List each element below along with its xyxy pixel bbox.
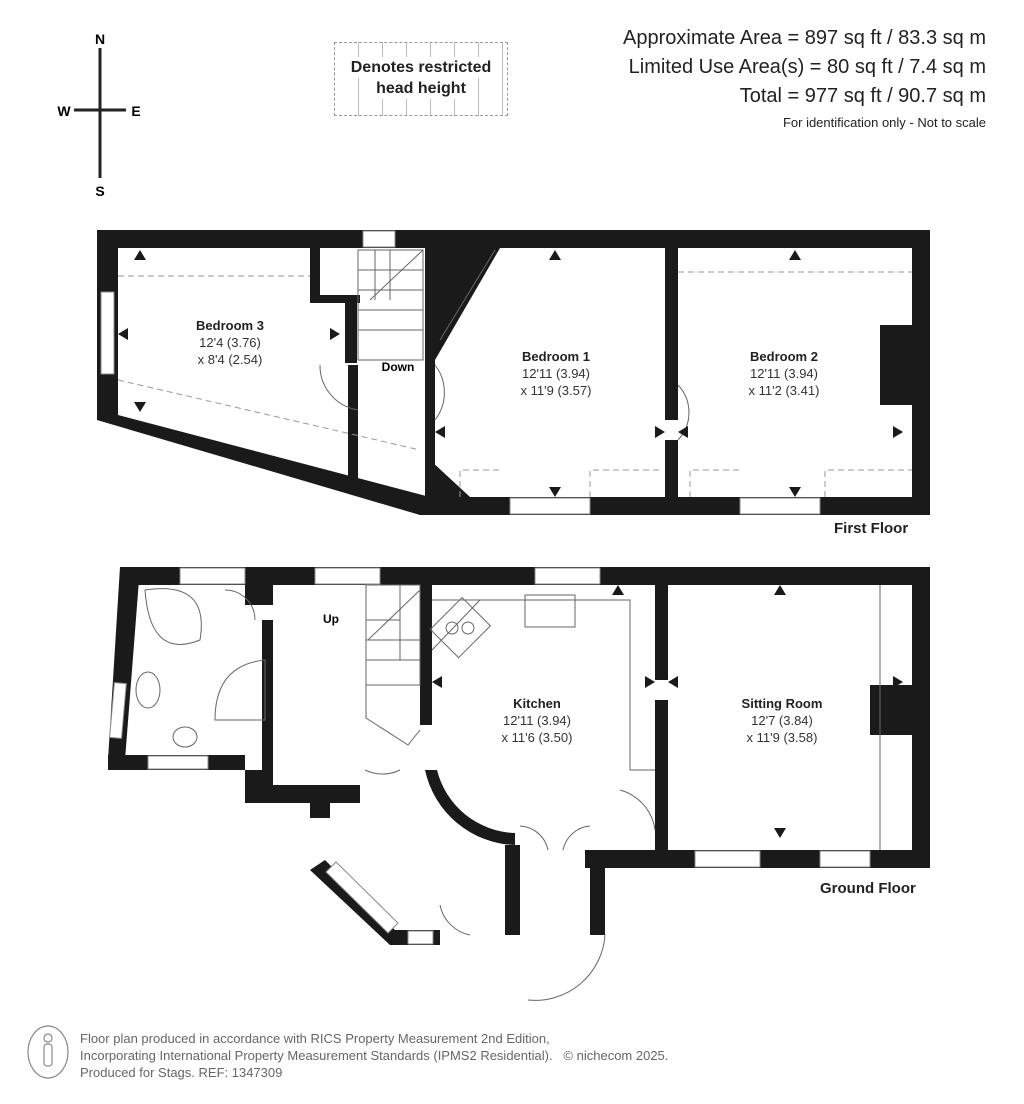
room-dim: x 11'2 (3.41): [749, 383, 820, 398]
room-name: Bedroom 3: [196, 318, 264, 333]
room-dim: 12'4 (3.76): [199, 335, 261, 350]
footer-line-2: Incorporating International Property Mea…: [80, 1048, 553, 1063]
ground-floor-label: Ground Floor: [820, 880, 916, 897]
legend-line-2: head height: [374, 78, 468, 99]
ground-measurement-arrows: [432, 585, 903, 838]
first-floor-label: First Floor: [834, 520, 909, 537]
room-name: Bedroom 1: [522, 349, 590, 364]
room-dim: x 11'6 (3.50): [502, 730, 573, 745]
area-summary: Approximate Area = 897 sq ft / 83.3 sq m…: [623, 24, 986, 133]
room-dim: 12'11 (3.94): [750, 366, 818, 381]
first-floor-stairs: [319, 249, 690, 441]
room-name: Kitchen: [513, 696, 561, 711]
stairs-up-label: Up: [323, 612, 339, 626]
restricted-height-lines: [117, 271, 912, 497]
first-floor-windows: [100, 230, 821, 515]
restricted-height-legend: Denotes restricted head height: [334, 42, 508, 116]
compass-icon: N S W E: [57, 31, 140, 199]
footer-line-1: Floor plan produced in accordance with R…: [80, 1031, 550, 1046]
room-dim: 12'11 (3.94): [522, 366, 590, 381]
room-dim: x 8'4 (2.54): [198, 352, 263, 367]
ground-floor-room-labels: Kitchen 12'11 (3.94) x 11'6 (3.50) Sitti…: [323, 612, 822, 745]
room-name: Bedroom 2: [750, 349, 818, 364]
ground-floor-fixtures: [135, 584, 881, 1001]
compass-e: E: [131, 103, 140, 119]
approximate-area: Approximate Area = 897 sq ft / 83.3 sq m: [623, 27, 986, 49]
footer-line-3: Produced for Stags. REF: 1347309: [80, 1065, 283, 1080]
total-area: Total = 977 sq ft / 90.7 sq m: [739, 85, 986, 107]
first-floor-room-labels: Bedroom 3 12'4 (3.76) x 8'4 (2.54) Bedro…: [196, 318, 819, 398]
ground-floor-plan: [108, 567, 930, 945]
room-dim: 12'11 (3.94): [503, 713, 571, 728]
ground-floor-windows: [109, 567, 871, 945]
legend-line-1: Denotes restricted: [348, 57, 494, 78]
room-dim: x 11'9 (3.58): [747, 730, 818, 745]
limited-use-area: Limited Use Area(s) = 80 sq ft / 7.4 sq …: [628, 56, 986, 78]
room-dim: x 11'9 (3.57): [521, 383, 592, 398]
measurement-arrows: [118, 250, 903, 497]
scale-note: For identification only - Not to scale: [782, 115, 986, 130]
compass-w: W: [57, 103, 71, 119]
compass-n: N: [95, 31, 105, 47]
compass-s: S: [95, 183, 104, 199]
room-name: Sitting Room: [742, 696, 823, 711]
stairs-down-label: Down: [382, 360, 415, 374]
footer: Floor plan produced in accordance with R…: [80, 1030, 668, 1081]
person-icon: [27, 1025, 69, 1079]
copyright: © nichecom 2025.: [563, 1048, 669, 1063]
room-dim: 12'7 (3.84): [751, 713, 813, 728]
